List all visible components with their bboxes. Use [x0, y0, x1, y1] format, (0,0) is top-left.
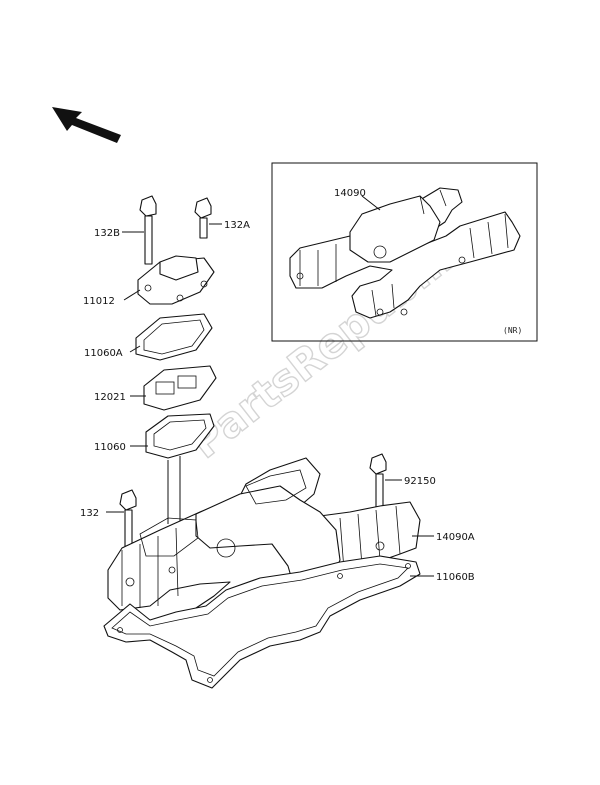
part-11060-gasket	[145, 413, 215, 459]
label-11012: 11012	[83, 296, 115, 307]
arrow-up-left-icon	[52, 107, 121, 143]
bolt-132b	[139, 195, 157, 265]
label-92150: 92150	[404, 476, 436, 487]
label-11060a: 11060A	[84, 348, 123, 359]
label-14090: 14090	[334, 188, 366, 199]
head-cover-gasket	[103, 555, 421, 689]
inset-box: (NR) 14090	[271, 162, 538, 342]
inset-cylinder-head-cover	[289, 187, 521, 319]
label-132b: 132B	[94, 228, 120, 239]
inset-note: (NR)	[503, 326, 522, 335]
label-132: 132	[80, 508, 99, 519]
label-11060: 11060	[94, 442, 126, 453]
cylinder-head-cover	[107, 457, 421, 641]
label-11060b: 11060B	[436, 572, 475, 583]
label-132a: 132A	[224, 220, 250, 231]
part-11060a-gasket	[135, 313, 213, 361]
bolt-132a	[194, 197, 212, 239]
label-12021: 12021	[94, 392, 126, 403]
part-11012-cap	[137, 255, 215, 305]
part-12021-plate	[143, 365, 217, 411]
label-14090a: 14090A	[436, 532, 475, 543]
